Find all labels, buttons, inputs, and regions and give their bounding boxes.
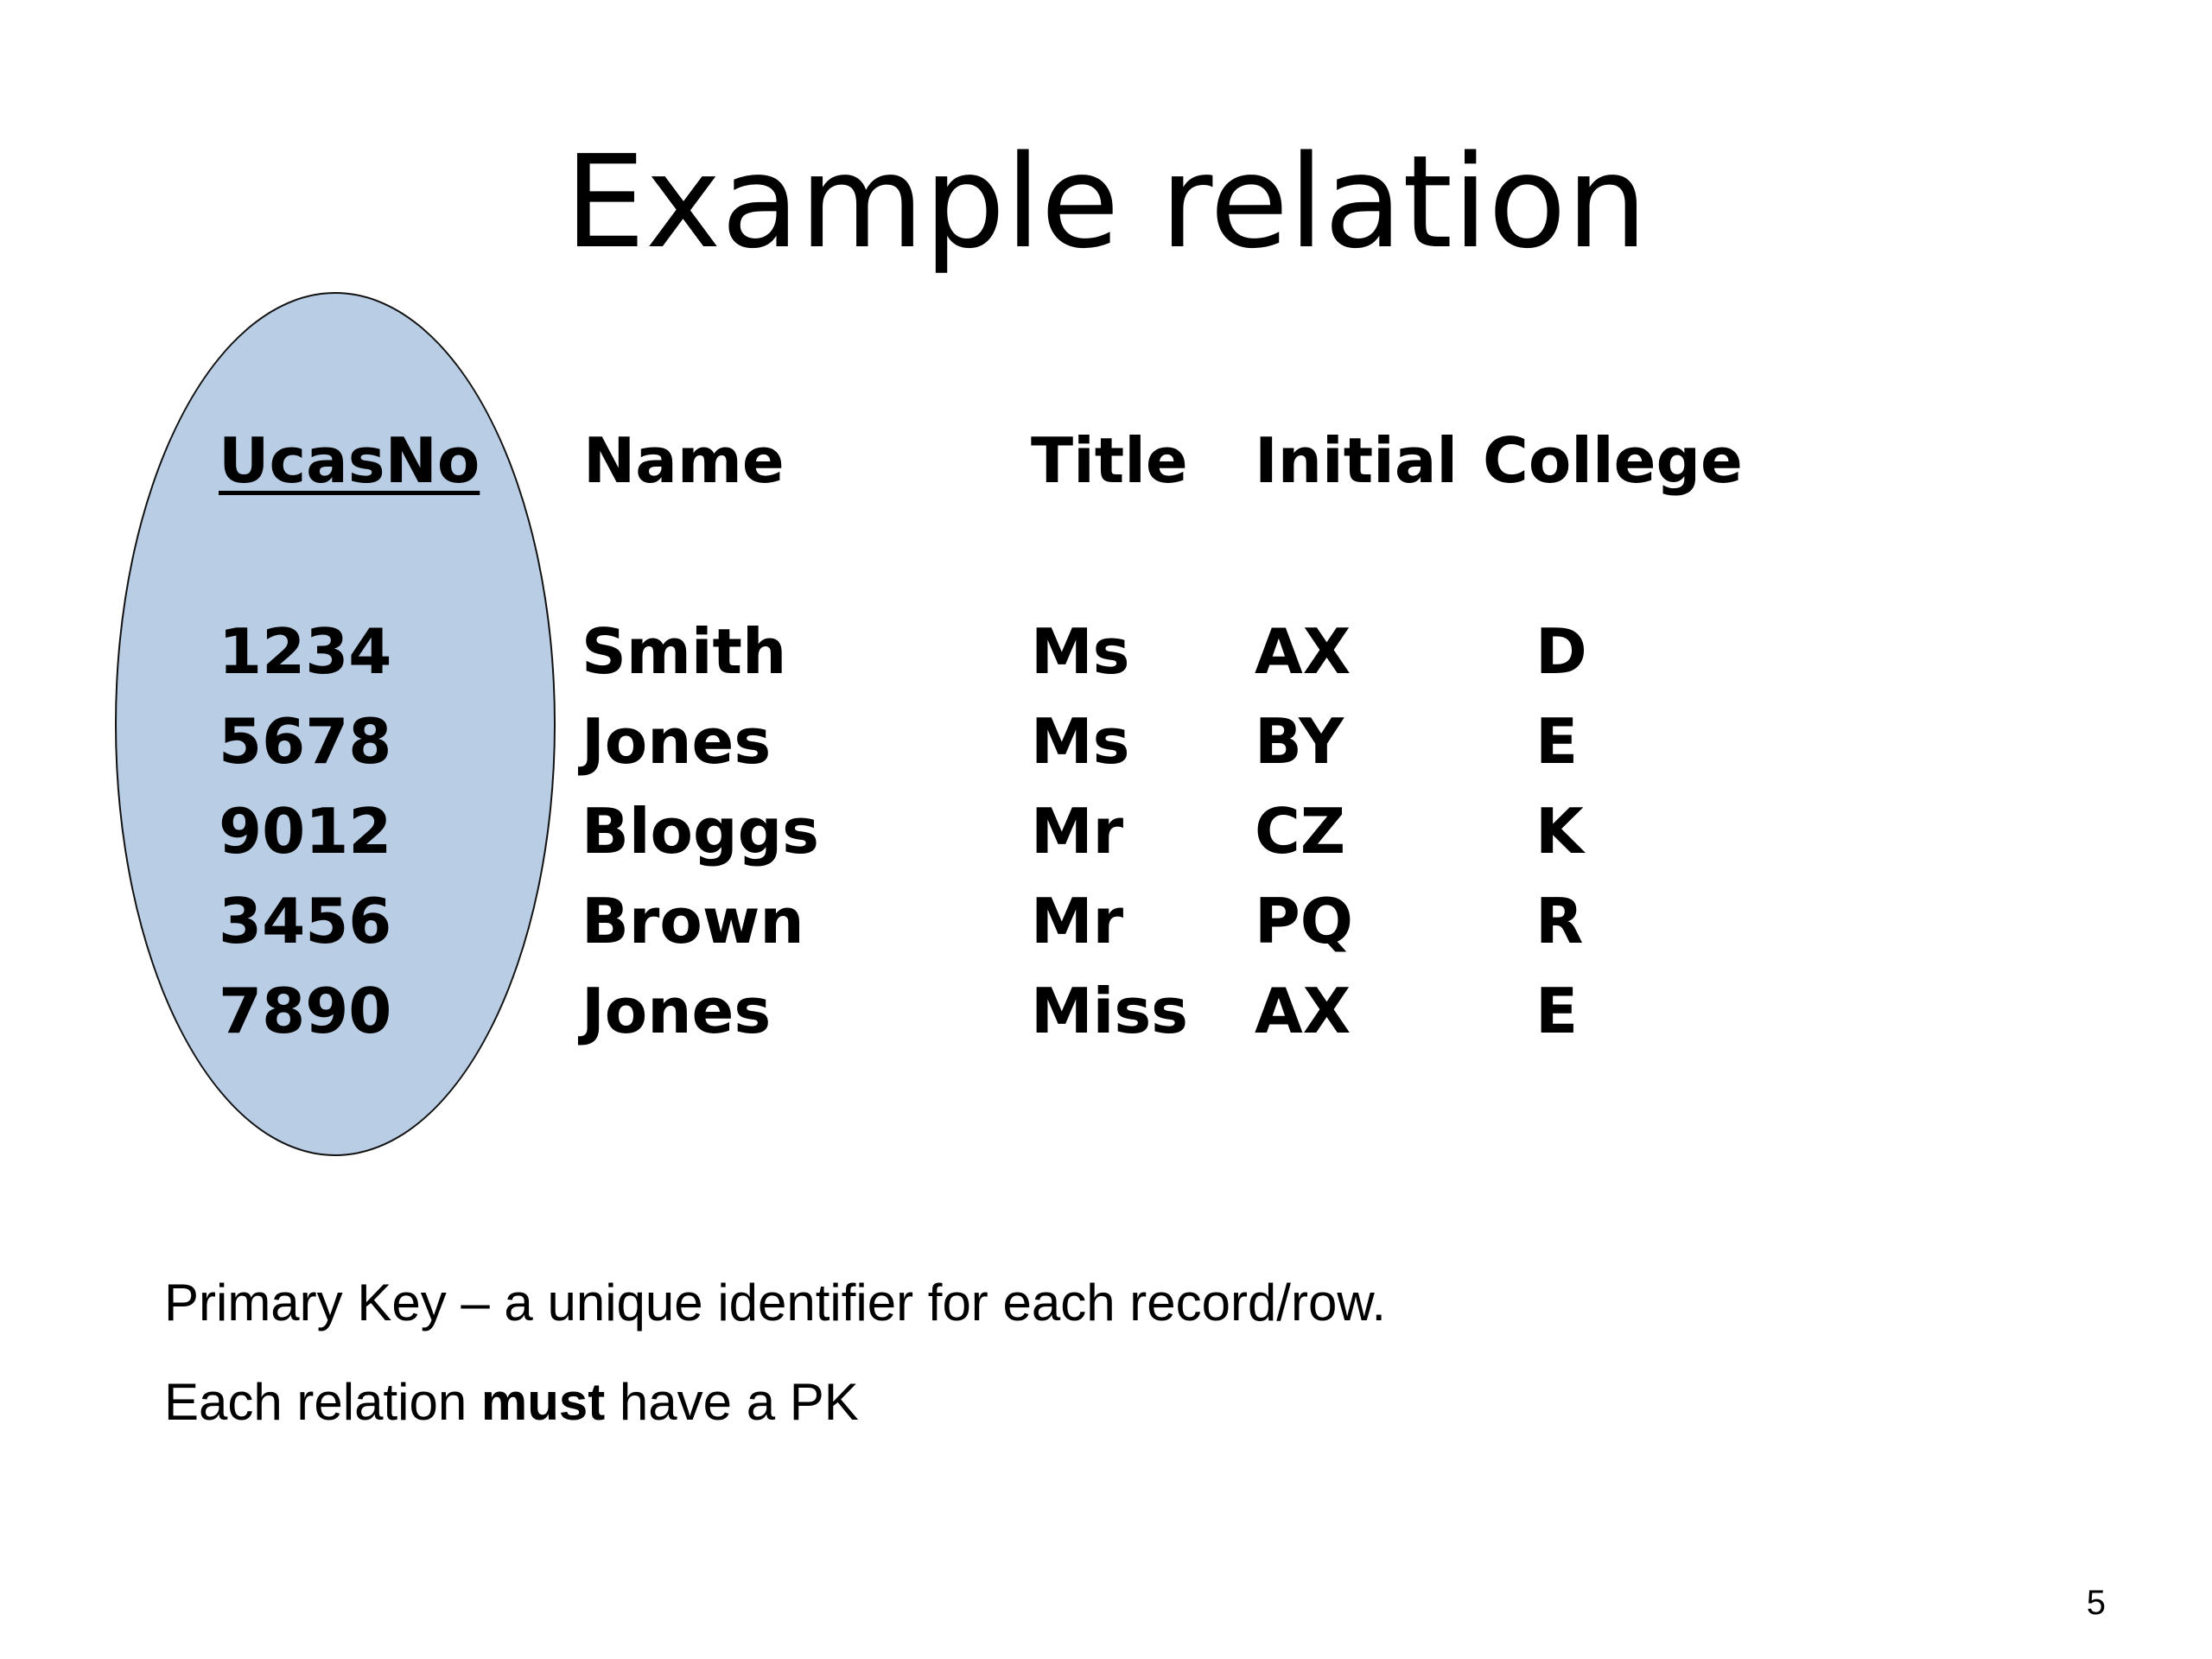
- table-cell-college: E: [1535, 705, 1579, 778]
- table-cell-name: Jones: [582, 975, 772, 1047]
- table-cell-college: R: [1535, 885, 1584, 957]
- table-cell-title: Mr: [1031, 795, 1124, 868]
- table-cell-ucasno: 5678: [219, 705, 392, 778]
- table-cell-name: Bloggs: [582, 795, 819, 868]
- table-cell-title: Miss: [1031, 975, 1189, 1047]
- table-cell-ucasno: 1234: [219, 615, 392, 688]
- table-cell-title: Mr: [1031, 885, 1124, 957]
- pk-note-suffix: have a PK: [605, 1373, 859, 1431]
- column-header-ucasno: UcasNo: [219, 424, 480, 497]
- table-cell-initial: PQ: [1255, 885, 1353, 957]
- page-number: 5: [2086, 1584, 2106, 1622]
- pk-requirement-note: Each relation must have a PK: [164, 1376, 859, 1428]
- table-cell-title: Ms: [1031, 705, 1130, 778]
- table-cell-ucasno: 9012: [219, 795, 392, 868]
- table-cell-ucasno: 7890: [219, 975, 392, 1047]
- table-cell-college: D: [1535, 615, 1587, 688]
- slide-title: Example relation: [564, 128, 1648, 276]
- table-cell-initial: AX: [1255, 975, 1351, 1047]
- table-cell-initial: CZ: [1255, 795, 1346, 868]
- pk-note-emphasis: must: [480, 1373, 606, 1431]
- primary-key-highlight-ellipse: [115, 292, 556, 1156]
- table-cell-name: Jones: [582, 705, 772, 778]
- column-header-college: College: [1483, 424, 1743, 497]
- table-cell-initial: AX: [1255, 615, 1351, 688]
- table-cell-title: Ms: [1031, 615, 1130, 688]
- table-cell-college: K: [1535, 795, 1584, 868]
- table-cell-name: Brown: [582, 885, 804, 957]
- column-header-name: Name: [583, 424, 785, 497]
- table-cell-college: E: [1535, 975, 1579, 1047]
- primary-key-definition: Primary Key – a unique identifier for ea…: [164, 1274, 1387, 1332]
- table-cell-name: Smith: [582, 615, 787, 688]
- table-cell-initial: BY: [1255, 705, 1344, 778]
- column-header-title: Title: [1031, 424, 1188, 497]
- column-header-initial: Initial: [1255, 424, 1459, 497]
- pk-note-prefix: Each relation: [164, 1373, 481, 1431]
- table-cell-ucasno: 3456: [219, 885, 392, 957]
